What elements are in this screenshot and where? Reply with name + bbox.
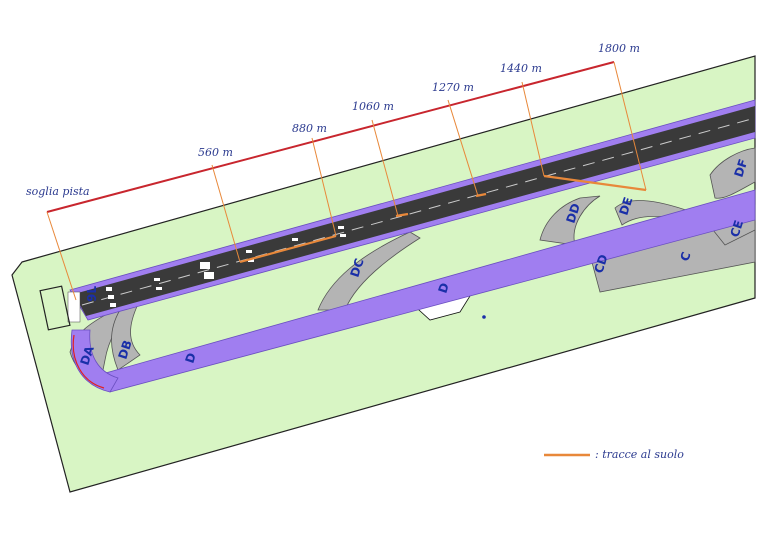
label-1800m: 1800 m: [598, 42, 640, 55]
taxiway-da-edge-line: [72, 334, 105, 389]
legend-label: : tracce al suolo: [595, 448, 684, 461]
taxiway-label-ce: CE: [728, 218, 747, 239]
label-threshold: soglia pista: [26, 185, 90, 198]
marker-dot: [482, 315, 486, 319]
taxiway-label-dc: DC: [348, 257, 367, 279]
threshold-box: [39, 285, 71, 331]
taxiway-label-dd: DD: [564, 202, 583, 225]
label-880m: 880 m: [292, 122, 327, 135]
label-1440m: 1440 m: [500, 62, 542, 75]
label-1270m: 1270 m: [432, 81, 474, 94]
ground-marks: [239, 174, 647, 264]
threshold-markings: [67, 226, 346, 323]
taxiway-label-db: DB: [116, 338, 135, 361]
taxiway-label-c: C: [678, 250, 694, 263]
runway-centerline: [81, 117, 756, 306]
taxiway-label-da: DA: [78, 344, 97, 367]
taxiway-label-de: DE: [617, 195, 636, 217]
taxiway-label-df: DF: [732, 157, 751, 179]
distance-leaders: [46, 61, 647, 301]
label-560m: 560 m: [198, 146, 233, 159]
taxiway-da-connector: [70, 329, 119, 393]
label-1060m: 1060 m: [352, 100, 394, 113]
runway-surface: [74, 106, 755, 316]
distance-baseline: [46, 61, 615, 213]
taxiway-label-d-1: D: [183, 351, 199, 365]
runway-designator: 9L: [85, 286, 99, 302]
taxiway-label-cd: CD: [592, 253, 611, 275]
taxiway-label-d-2: D: [436, 281, 452, 295]
